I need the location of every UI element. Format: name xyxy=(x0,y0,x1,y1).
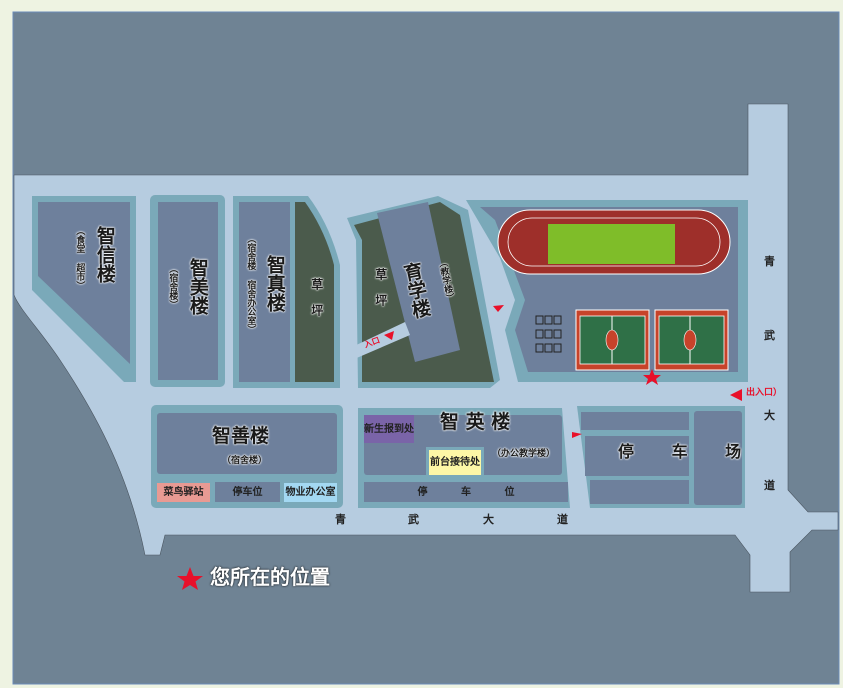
registration-desk[interactable]: 新生报到处 xyxy=(364,415,414,443)
road-label: 武 xyxy=(408,513,419,526)
cainiao-station[interactable]: 菜鸟驿站 xyxy=(157,483,210,502)
building-name: 智信楼 xyxy=(93,226,116,283)
road-label: 大 xyxy=(764,409,775,422)
road-label: 大 xyxy=(483,513,494,526)
building-name: 智真楼 xyxy=(263,255,286,312)
basketball-court xyxy=(654,309,729,371)
building-name: 智美楼 xyxy=(186,258,209,315)
building-note: （办公教学楼） xyxy=(492,449,556,459)
legend-label: 您所在的位置 xyxy=(210,565,330,589)
exit-arrow-icon xyxy=(730,389,742,401)
building-note: （宿舍楼 宿舍办公室） xyxy=(245,234,256,334)
legend-star-icon xyxy=(177,567,203,590)
grass-label: 草 坪 xyxy=(309,278,324,316)
block-sports[interactable] xyxy=(466,200,748,382)
parking-lot-label: 停 车 场 xyxy=(618,442,742,461)
road-label: 青 xyxy=(764,255,775,268)
road-label: 青 xyxy=(335,513,346,526)
block-zhixin[interactable] xyxy=(32,196,136,382)
block-parking-lot[interactable] xyxy=(577,406,745,508)
road-label: 道 xyxy=(764,479,775,492)
direction-arrows xyxy=(384,305,742,438)
exit-entrance-label: 出入口） xyxy=(746,388,783,398)
building-name: 智善楼 xyxy=(212,425,270,447)
block-zhizhen[interactable] xyxy=(233,196,340,388)
arrow-icon xyxy=(493,305,504,312)
building-note: （宿舍楼） xyxy=(167,264,178,309)
parking-spaces: 停车位 xyxy=(232,487,263,498)
basketball-court xyxy=(575,309,650,371)
building-note: （食堂 超市） xyxy=(74,226,85,290)
property-office[interactable]: 物业办公室 xyxy=(284,483,337,502)
road-label: 道 xyxy=(557,513,568,526)
seating-grid xyxy=(535,315,562,353)
building-note: （宿舍楼） xyxy=(222,456,268,466)
you-are-here-star-icon xyxy=(643,369,661,385)
football-field xyxy=(548,224,675,264)
parking-spaces: 停 车 位 xyxy=(417,487,515,498)
arrow-icon xyxy=(572,432,582,438)
grass-label: 草 坪 xyxy=(373,268,388,306)
block-zhishan[interactable] xyxy=(151,405,343,508)
building-name: 智 英 楼 xyxy=(440,411,511,433)
arrow-icon xyxy=(384,331,394,340)
block-zhimei[interactable] xyxy=(150,195,225,387)
reception-desk[interactable]: 前台接待处 xyxy=(426,447,484,478)
road-label: 武 xyxy=(764,329,775,342)
